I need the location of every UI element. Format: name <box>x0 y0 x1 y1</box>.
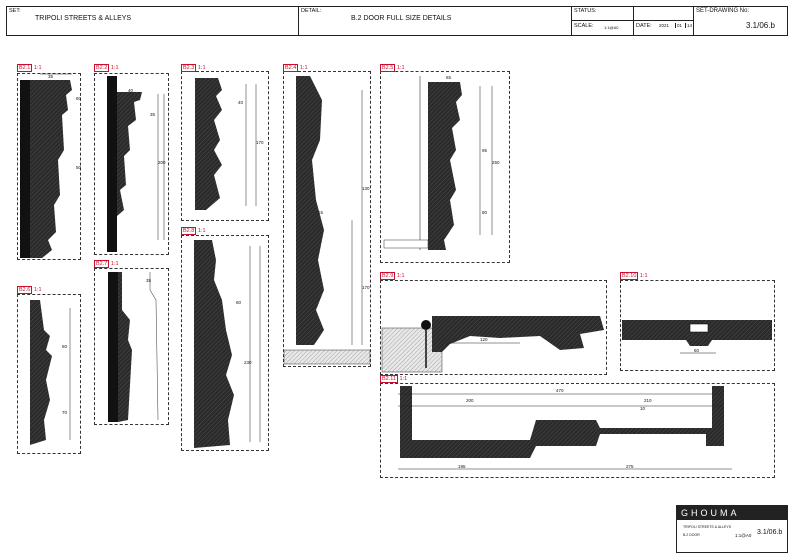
dim-label: 470 <box>556 388 564 393</box>
drawing-no-cell: SET-DRAWING No: 3.1/06.b <box>694 7 787 35</box>
dim-label: 50 <box>76 165 82 170</box>
drawing-no-value: 3.1/06.b <box>746 21 775 30</box>
profile-6 <box>30 300 71 445</box>
tb-detail: B.2 DOOR <box>683 533 700 537</box>
dim-label: 170 <box>362 285 370 290</box>
detail-frame-5 <box>380 71 510 263</box>
set-cell: SET: TRIPOLI STREETS & ALLEYS <box>7 7 299 35</box>
detail-value: B.2 DOOR FULL SIZE DETAILS <box>351 15 452 22</box>
profile-2 <box>107 76 165 252</box>
detail-frame-2 <box>94 73 169 255</box>
detail-frame-7 <box>94 268 169 425</box>
dim-label: 170 <box>256 140 264 145</box>
dim-label: 10 <box>640 406 646 411</box>
detail-cell: DETAIL: B.2 DOOR FULL SIZE DETAILS <box>299 7 572 35</box>
dim-label: 35 <box>48 74 54 79</box>
date-year: 2021 <box>659 23 670 28</box>
drawing-no-label: SET-DRAWING No: <box>696 8 750 14</box>
dim-label: 275 <box>626 464 634 469</box>
brand-logo: GHOUMA <box>677 506 787 520</box>
dim-label: 130 <box>362 186 370 191</box>
dim-label: 65 <box>446 75 452 80</box>
dim-label: 200 <box>158 160 166 165</box>
detail-frame-10 <box>620 280 775 371</box>
detail-label: DETAIL: <box>301 8 322 14</box>
tb-drawing-no: 3.1/06.b <box>757 529 783 536</box>
dim-label: 35 <box>146 278 152 283</box>
profile-7 <box>108 272 159 422</box>
profile-11 <box>398 386 732 470</box>
detail-tag-2: B2.2 1:1 <box>94 64 119 72</box>
detail-tag-4: B2.4 1:1 <box>283 64 308 72</box>
status-label: STATUS: <box>574 8 597 14</box>
dim-label: 200 <box>466 398 474 403</box>
dim-label: 15 <box>318 210 324 215</box>
dim-label: 250 <box>492 160 500 165</box>
date-day: 14 <box>685 23 693 28</box>
detail-frame-9 <box>380 280 607 375</box>
profile-9 <box>381 316 604 373</box>
dim-label: 60 <box>76 96 82 101</box>
detail-tag-8: B2.8 1:1 <box>181 227 206 235</box>
detail-frame-11 <box>380 383 775 478</box>
detail-tag-5: B2.5 1:1 <box>380 64 405 72</box>
dim-label: 210 <box>644 398 652 403</box>
profile-1 <box>20 73 72 258</box>
profile-10 <box>622 320 772 354</box>
profile-4 <box>283 76 371 365</box>
dim-label: 35 <box>150 112 156 117</box>
title-block: GHOUMA TRIPOLI STREETS & ALLEYS B.2 DOOR… <box>676 505 788 553</box>
status-scale-cell: STATUS: SCALE: 1:1@A0 <box>572 7 634 35</box>
dim-label: 95 <box>482 148 488 153</box>
detail-tag-1: B2.1 1:1 <box>17 64 42 72</box>
detail-frame-3 <box>181 71 269 221</box>
detail-tag-10: B2.10 1:1 <box>620 272 648 280</box>
detail-frame-1 <box>17 73 81 260</box>
detail-tag-3: B2.3 1:1 <box>181 64 206 72</box>
detail-tag-11: B2.11 1:1 <box>380 375 408 383</box>
tb-set: TRIPOLI STREETS & ALLEYS <box>683 525 732 529</box>
profile-8 <box>194 240 261 448</box>
set-label: SET: <box>9 8 21 14</box>
dim-label: 60 <box>236 300 242 305</box>
detail-tag-9: B2.9 1:1 <box>380 272 405 280</box>
dim-label: 70 <box>62 410 68 415</box>
profile-3 <box>195 78 257 210</box>
set-value: TRIPOLI STREETS & ALLEYS <box>35 15 132 22</box>
dim-label: 230 <box>244 360 252 365</box>
dim-label: 80 <box>482 210 488 215</box>
dim-label: 120 <box>480 337 488 342</box>
title-bar: SET: TRIPOLI STREETS & ALLEYS DETAIL: B.… <box>6 6 788 36</box>
detail-tag-7: B2.7 1:1 <box>94 260 119 268</box>
profile-5 <box>383 76 493 250</box>
dim-label: 40 <box>128 88 134 93</box>
detail-frame-6 <box>17 294 81 454</box>
detail-frame-8 <box>181 235 269 451</box>
date-month: 01 <box>675 23 683 28</box>
dim-label: 60 <box>694 348 700 353</box>
detail-frame-4 <box>283 71 371 367</box>
date-label: DATE: <box>636 23 652 29</box>
scale-value: 1:1@A0 <box>604 25 619 30</box>
tb-scale: 1:1@A0 <box>735 533 752 538</box>
detail-tag-6: B2.6 1:1 <box>17 286 42 294</box>
dim-label: 60 <box>62 344 68 349</box>
dim-label: 195 <box>458 464 466 469</box>
dim-label: 40 <box>238 100 244 105</box>
scale-label: SCALE: <box>574 23 594 29</box>
date-cell: DATE: 2021 01 14 <box>634 7 694 35</box>
